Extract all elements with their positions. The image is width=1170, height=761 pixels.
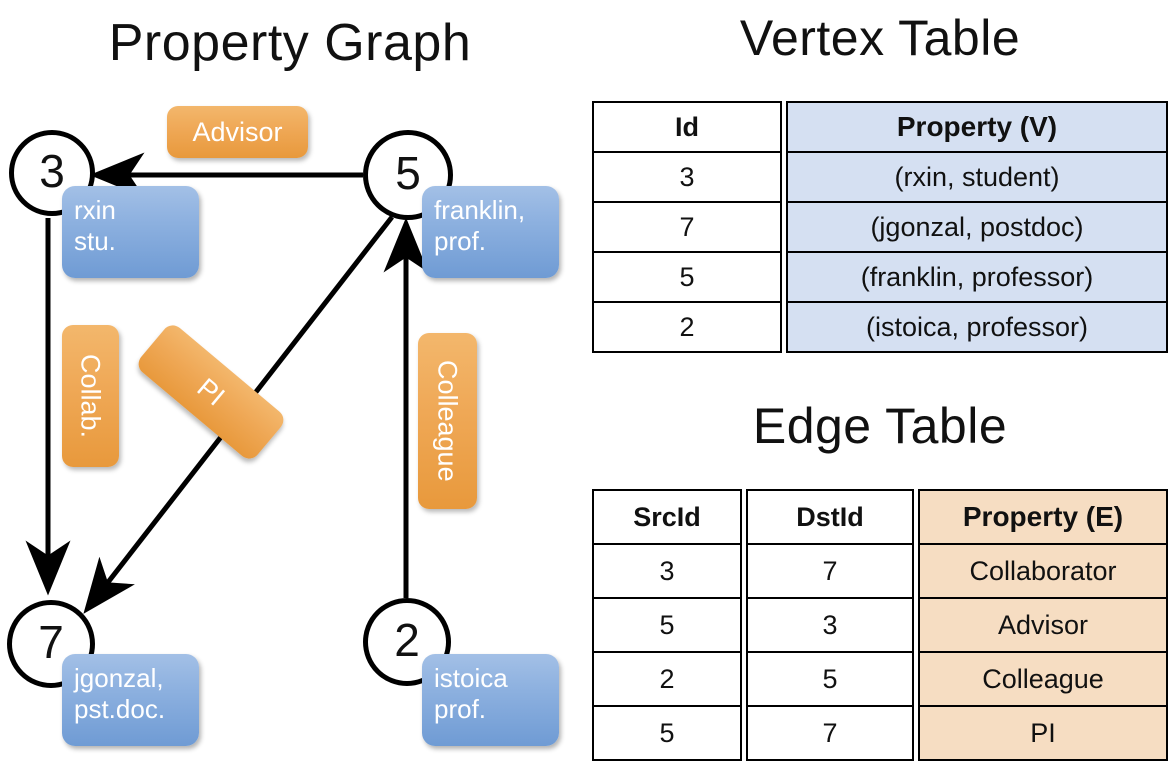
vertex-id-cell: 3	[592, 151, 782, 203]
vertex-table-id-column: Id 3 7 5 2	[592, 101, 782, 353]
edge-src-cell: 5	[592, 705, 742, 761]
table-row[interactable]: (jgonzal, postdoc)	[786, 201, 1168, 253]
node-property-istoica-line2: prof.	[434, 694, 487, 724]
table-row[interactable]: 5	[592, 705, 742, 761]
edge-table-dstid-column: DstId 7 3 5 7	[746, 489, 914, 761]
edge-property-cell: Colleague	[918, 651, 1168, 707]
node-property-franklin-line2: prof.	[434, 226, 487, 256]
vertex-table-header-property: Property (V)	[786, 101, 1168, 153]
table-row[interactable]: 7	[746, 543, 914, 599]
page-title-vertex-table: Vertex Table	[739, 10, 1021, 66]
vertex-id-cell: 2	[592, 301, 782, 353]
table-row[interactable]: 3	[592, 543, 742, 599]
graph-node-5-label: 5	[395, 147, 421, 199]
graph-node-5[interactable]: 5	[363, 130, 453, 220]
edge-property-cell: PI	[918, 705, 1168, 761]
table-header-row: Property (V)	[786, 101, 1168, 153]
vertex-id-cell: 7	[592, 201, 782, 253]
edge-table-property-column: Property (E) Collaborator Advisor Collea…	[918, 489, 1168, 761]
graph-node-7-label: 7	[38, 616, 64, 668]
edge-table-header-property: Property (E)	[918, 489, 1168, 545]
table-row[interactable]: PI	[918, 705, 1168, 761]
node-property-box-jgonzal[interactable]: jgonzal, pst.doc.	[62, 654, 199, 746]
table-row[interactable]: Advisor	[918, 597, 1168, 653]
table-row[interactable]: 2	[592, 301, 782, 353]
table-header-row: DstId	[746, 489, 914, 545]
edge-dst-cell: 5	[746, 651, 914, 707]
vertex-table-header-id: Id	[592, 101, 782, 153]
page-title-property-graph: Property Graph	[108, 14, 472, 72]
node-property-box-istoica[interactable]: istoica prof.	[422, 654, 559, 746]
page-title-edge-table: Edge Table	[752, 398, 1008, 454]
edge-src-cell: 3	[592, 543, 742, 599]
edge-property-cell: Advisor	[918, 597, 1168, 653]
node-property-jgonzal-line2: pst.doc.	[74, 694, 166, 724]
edge-dst-cell: 7	[746, 543, 914, 599]
graph-node-3-label: 3	[39, 145, 65, 197]
node-property-franklin-line1: franklin,	[434, 195, 526, 225]
table-row[interactable]: 2	[592, 651, 742, 707]
edge-label-colleague[interactable]: Colleague	[418, 333, 477, 509]
table-row[interactable]: 7	[592, 201, 782, 253]
edge-src-cell: 5	[592, 597, 742, 653]
edge-src-cell: 2	[592, 651, 742, 707]
table-row[interactable]: 7	[746, 705, 914, 761]
edge-label-advisor[interactable]: Advisor	[167, 106, 308, 158]
node-property-box-franklin[interactable]: franklin, prof.	[422, 186, 559, 278]
vertex-property-cell: (rxin, student)	[786, 151, 1168, 203]
graph-node-2-label: 2	[394, 614, 420, 666]
table-row[interactable]: 5	[746, 651, 914, 707]
graph-node-3[interactable]: 3	[9, 130, 95, 216]
node-property-jgonzal-line1: jgonzal,	[74, 663, 164, 693]
table-row[interactable]: 5	[592, 597, 742, 653]
table-row[interactable]: Collaborator	[918, 543, 1168, 599]
vertex-property-cell: (jgonzal, postdoc)	[786, 201, 1168, 253]
property-graph-diagram: 3 5 7 2 rxin stu. franklin, prof. jgonza…	[0, 90, 580, 760]
table-row[interactable]: 3	[746, 597, 914, 653]
edge-table-header-srcid: SrcId	[592, 489, 742, 545]
vertex-property-cell: (istoica, professor)	[786, 301, 1168, 353]
table-row[interactable]: 5	[592, 251, 782, 303]
table-header-row: SrcId	[592, 489, 742, 545]
edge-table-srcid-column: SrcId 3 5 2 5	[592, 489, 742, 761]
edge-label-collab[interactable]: Collab.	[62, 325, 119, 467]
vertex-table-property-column: Property (V) (rxin, student) (jgonzal, p…	[786, 101, 1168, 353]
table-row[interactable]: 3	[592, 151, 782, 203]
edge-property-cell: Collaborator	[918, 543, 1168, 599]
table-row[interactable]: (franklin, professor)	[786, 251, 1168, 303]
edge-dst-cell: 7	[746, 705, 914, 761]
edge-dst-cell: 3	[746, 597, 914, 653]
edge-table-header-dstid: DstId	[746, 489, 914, 545]
node-property-box-rxin[interactable]: rxin stu.	[62, 186, 199, 278]
node-property-rxin-line1: rxin	[74, 195, 116, 225]
node-property-istoica-line1: istoica	[434, 663, 508, 693]
table-header-row: Property (E)	[918, 489, 1168, 545]
table-row[interactable]: (istoica, professor)	[786, 301, 1168, 353]
table-row[interactable]: (rxin, student)	[786, 151, 1168, 203]
table-header-row: Id	[592, 101, 782, 153]
vertex-property-cell: (franklin, professor)	[786, 251, 1168, 303]
node-property-rxin-line2: stu.	[74, 226, 116, 256]
table-row[interactable]: Colleague	[918, 651, 1168, 707]
vertex-id-cell: 5	[592, 251, 782, 303]
